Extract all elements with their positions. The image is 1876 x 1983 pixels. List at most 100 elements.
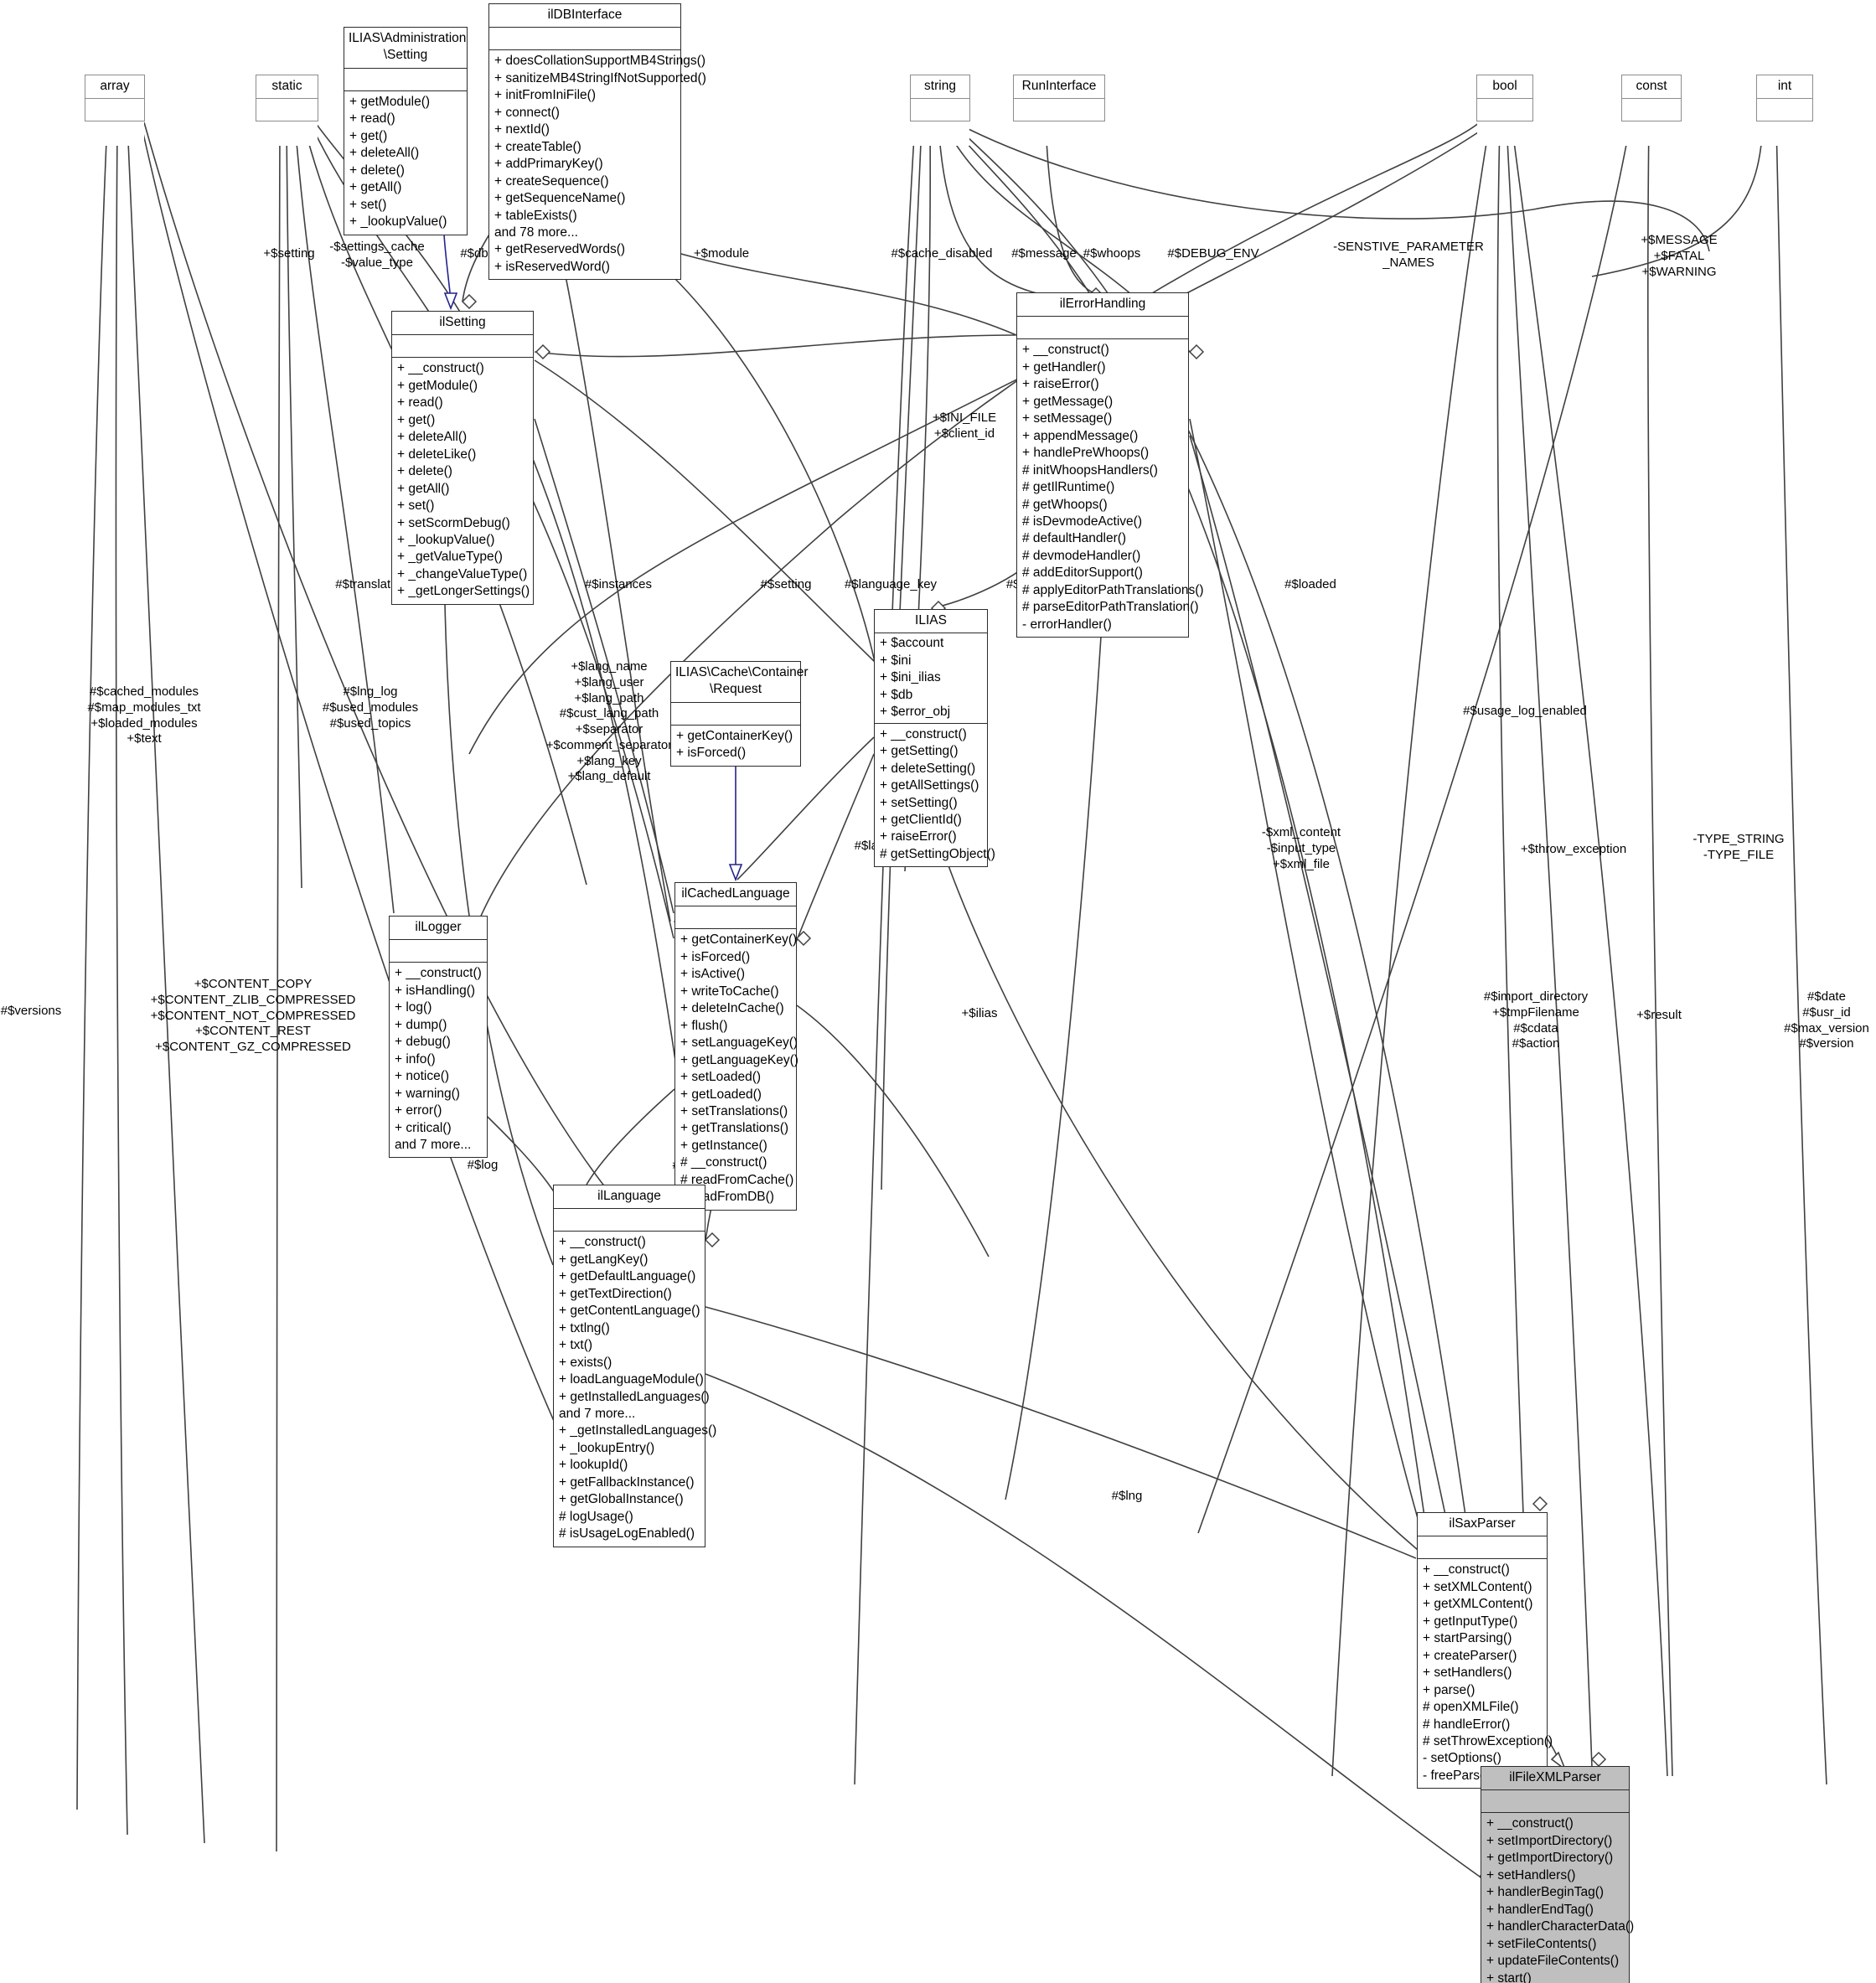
uml-operation[interactable]: # getSettingObject() [880,846,995,861]
uml-operation[interactable]: + getContainerKey() [680,932,798,948]
uml-operation[interactable]: + getContainerKey() [676,728,793,743]
uml-operation[interactable]: + txt() [559,1338,593,1353]
uml-operation[interactable]: + writeToCache() [680,984,779,999]
uml-operation[interactable]: + connect() [494,105,560,120]
uml-class-static[interactable]: static [256,75,318,147]
uml-operation[interactable]: # setThrowException() [1423,1733,1553,1748]
uml-operation[interactable]: + handlePreWhoops() [1022,446,1150,461]
uml-operation[interactable]: # openXMLFile() [1423,1700,1519,1715]
uml-operation[interactable]: + getInstance() [680,1138,767,1153]
uml-operation[interactable]: + createParser() [1423,1648,1517,1663]
uml-operation[interactable]: + __construct() [1022,343,1109,358]
uml-operation[interactable]: + doesCollationSupportMB4Strings() [494,54,706,69]
uml-operation[interactable]: # isUsageLogEnabled() [559,1526,695,1541]
uml-operation[interactable]: - setOptions() [1423,1751,1501,1766]
uml-operation[interactable]: + __construct() [559,1235,646,1250]
uml-operation[interactable]: + __construct() [880,726,967,741]
uml-operation[interactable]: + setHandlers() [1486,1867,1576,1882]
uml-operation[interactable]: + txtlng() [559,1320,610,1335]
uml-operation[interactable]: + getGlobalInstance() [559,1492,684,1507]
uml-operation[interactable]: + isForced() [676,746,747,761]
uml-class-ilsaxparser[interactable]: ilSaxParser+ __construct()+ setXMLConten… [1417,1512,1553,1789]
uml-operation[interactable]: + handlerBeginTag() [1486,1885,1605,1900]
uml-operation[interactable]: + getAll() [397,481,450,496]
uml-operation[interactable]: + _changeValueType() [397,566,528,581]
uml-operation[interactable]: + loadLanguageModule() [559,1372,704,1387]
uml-operation[interactable]: + read() [349,111,395,127]
uml-operation[interactable]: # defaultHandler() [1022,531,1127,546]
uml-operation[interactable]: + isActive() [680,967,746,982]
uml-operation[interactable]: + isHandling() [395,983,476,998]
uml-operation[interactable]: + getLoaded() [680,1087,762,1102]
uml-operation[interactable]: + getModule() [397,378,478,393]
uml-operation[interactable]: + setLanguageKey() [680,1035,798,1051]
uml-operation[interactable]: + lookupId() [559,1458,628,1473]
uml-operation[interactable]: # getIlRuntime() [1022,480,1115,495]
uml-operation[interactable]: + _lookupEntry() [559,1440,655,1455]
uml-operation[interactable]: - errorHandler() [1022,617,1112,632]
uml-operation[interactable]: + handlerEndTag() [1486,1902,1594,1917]
uml-operation[interactable]: + getTextDirection() [559,1286,672,1301]
uml-operation[interactable]: + getSequenceName() [494,191,626,206]
uml-operation[interactable]: + debug() [395,1035,451,1050]
uml-operation[interactable]: # initWhoopsHandlers() [1022,462,1158,478]
uml-operation[interactable]: + critical() [395,1120,452,1135]
uml-operation[interactable]: + raiseError() [880,829,957,844]
uml-operation[interactable]: + dump() [395,1017,447,1032]
uml-operation[interactable]: + setImportDirectory() [1486,1833,1613,1848]
uml-class-ildbinterface[interactable]: ilDBInterface+ doesCollationSupportMB4St… [488,3,706,281]
uml-operation[interactable]: + getAll() [349,180,402,195]
uml-class-ilcachedlanguage[interactable]: ilCachedLanguage+ getContainerKey()+ isF… [674,882,798,1211]
uml-operation[interactable]: + get() [397,412,436,427]
uml-operation[interactable]: + setFileContents() [1486,1936,1597,1951]
uml-class-int[interactable]: int [1756,75,1813,147]
uml-operation[interactable]: + addPrimaryKey() [494,157,603,172]
uml-operation[interactable]: + setLoaded() [680,1070,762,1085]
uml-operation[interactable]: + tableExists() [494,208,577,223]
uml-class-ilerrorhandling[interactable]: ilErrorHandling+ __construct()+ getHandl… [1016,292,1204,638]
uml-operation[interactable]: + getTranslations() [680,1121,789,1136]
uml-operation[interactable]: + deleteSetting() [880,761,976,776]
uml-operation[interactable]: + nextId() [494,122,550,137]
uml-operation[interactable]: + warning() [395,1086,460,1101]
uml-operation[interactable]: + getContentLanguage() [559,1304,700,1319]
uml-operation[interactable]: + setSetting() [880,795,958,810]
uml-operation[interactable]: + getInstalledLanguages() [559,1389,710,1404]
uml-class-ilias-cache-container-request[interactable]: ILIAS\Cache\Container \Request+ getConta… [670,661,809,767]
uml-operation[interactable]: # logUsage() [559,1509,633,1524]
uml-operation[interactable]: + __construct() [1486,1816,1574,1831]
uml-operation[interactable]: + flush() [680,1018,728,1033]
uml-operation[interactable]: # __construct() [680,1155,767,1170]
uml-class-array[interactable]: array [85,75,145,147]
uml-class-bool[interactable]: bool [1476,75,1533,147]
uml-operation[interactable]: + raiseError() [1022,377,1099,392]
uml-operation[interactable]: + _getValueType() [397,550,503,565]
uml-operation[interactable]: + start() [1486,1970,1532,1983]
uml-operation[interactable]: + exists() [559,1355,612,1370]
uml-operation[interactable]: + __construct() [397,361,484,376]
uml-operation[interactable]: + _lookupValue() [349,214,447,230]
uml-operation[interactable]: + handlerCharacterData() [1486,1919,1635,1934]
uml-operation[interactable]: + deleteAll() [349,146,420,161]
uml-operation[interactable]: + getInputType() [1423,1614,1518,1629]
uml-operation[interactable]: + __construct() [1423,1562,1510,1578]
uml-operation[interactable]: # addEditorSupport() [1022,565,1143,581]
uml-operation[interactable]: + getMessage() [1022,394,1114,409]
uml-operation[interactable]: + set() [397,498,435,514]
uml-operation[interactable]: + setXMLContent() [1423,1579,1532,1594]
uml-operation[interactable]: + createSequence() [494,173,609,188]
uml-operation[interactable]: + getLanguageKey() [680,1052,798,1067]
uml-operation[interactable]: + log() [395,1000,432,1015]
uml-operation[interactable]: # getWhoops() [1022,497,1108,512]
uml-operation[interactable]: + getClientId() [880,812,962,827]
uml-operation[interactable]: + getHandler() [1022,359,1106,374]
uml-operation[interactable]: + _getInstalledLanguages() [559,1423,717,1438]
uml-class-runinterface[interactable]: RunInterface [1013,75,1105,147]
uml-operation[interactable]: + getFallbackInstance() [559,1474,695,1490]
uml-class-const[interactable]: const [1621,75,1682,147]
uml-operation[interactable]: + getDefaultLanguage() [559,1269,696,1284]
uml-operation[interactable]: + getImportDirectory() [1486,1851,1614,1866]
uml-operation[interactable]: + isForced() [680,949,751,964]
uml-operation[interactable]: # isDevmodeActive() [1022,514,1142,529]
uml-class-ilfilexmlparser[interactable]: ilFileXMLParser+ __construct()+ setImpor… [1481,1766,1635,1983]
